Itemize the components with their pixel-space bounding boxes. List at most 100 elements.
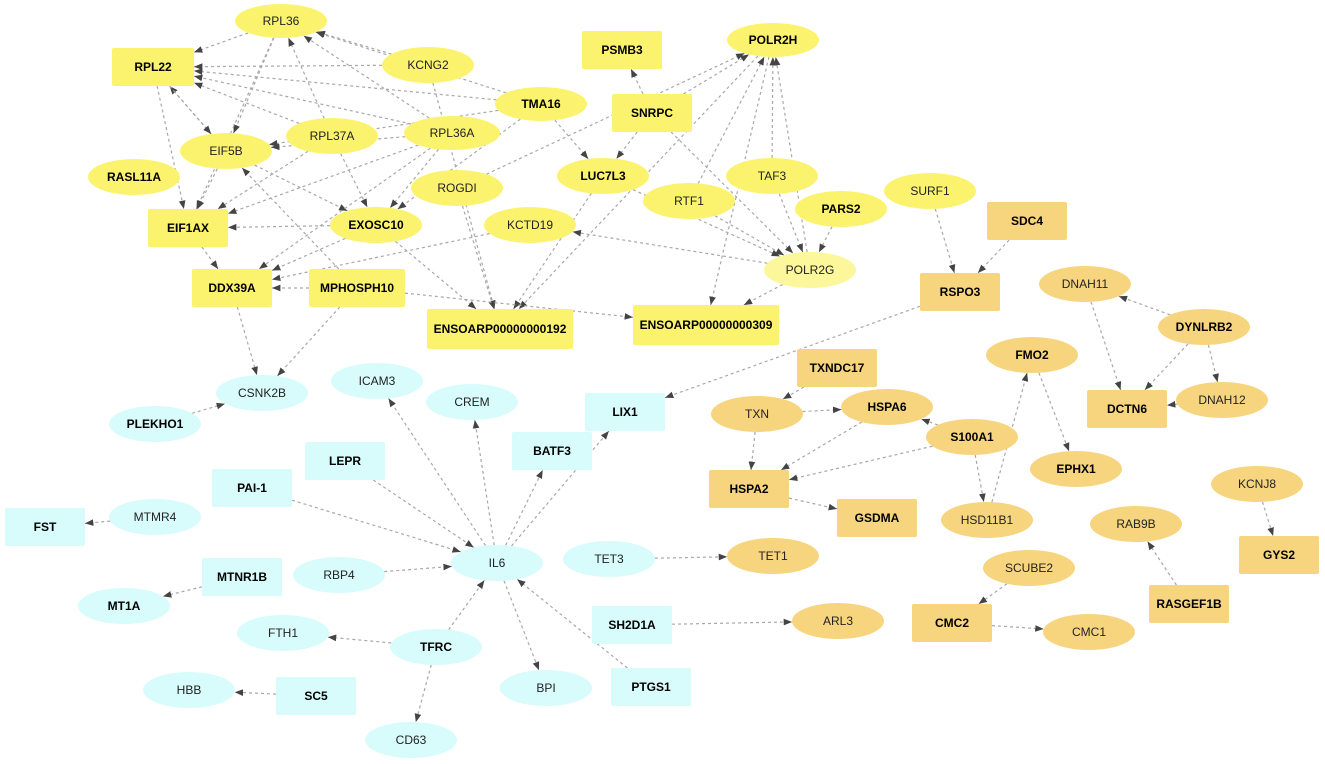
node-tfrc[interactable]: TFRC xyxy=(390,629,482,665)
node-hsd11b1[interactable]: HSD11B1 xyxy=(941,502,1033,538)
node-exosc10[interactable]: EXOSC10 xyxy=(330,207,422,243)
node-label: ARL3 xyxy=(823,614,853,628)
node-dynlrb2[interactable]: DYNLRB2 xyxy=(1158,309,1250,345)
node-tma16[interactable]: TMA16 xyxy=(495,87,587,121)
edge-eif1ax-to-ddx39a xyxy=(201,246,219,270)
node-fst[interactable]: FST xyxy=(5,508,85,546)
node-kcnj8[interactable]: KCNJ8 xyxy=(1211,466,1303,502)
node-label: FTH1 xyxy=(268,626,298,640)
node-batf3[interactable]: BATF3 xyxy=(512,432,592,470)
node-ephx1[interactable]: EPHX1 xyxy=(1030,451,1122,487)
node-ensoarp309[interactable]: ENSOARP00000000309 xyxy=(633,305,779,345)
node-sdc4[interactable]: SDC4 xyxy=(987,202,1067,240)
node-psmb3[interactable]: PSMB3 xyxy=(582,31,662,69)
node-eif1ax[interactable]: EIF1AX xyxy=(148,209,228,247)
edge-dynlrb2-to-dnah12 xyxy=(1207,344,1219,383)
node-rbp4[interactable]: RBP4 xyxy=(293,557,385,593)
edge-rtf1-to-polr2g xyxy=(714,215,785,256)
node-hspa2[interactable]: HSPA2 xyxy=(709,470,789,508)
node-tet1[interactable]: TET1 xyxy=(727,538,819,574)
node-eif5b[interactable]: EIF5B xyxy=(180,133,272,169)
node-ellipse xyxy=(484,207,576,243)
node-rasl11a[interactable]: RASL11A xyxy=(88,159,180,195)
node-ddx39a[interactable]: DDX39A xyxy=(192,269,272,307)
node-crem[interactable]: CREM xyxy=(426,384,518,420)
node-rpl36[interactable]: RPL36 xyxy=(235,4,327,38)
node-label: CD63 xyxy=(396,733,427,747)
node-dnah12[interactable]: DNAH12 xyxy=(1176,382,1268,418)
node-arl3[interactable]: ARL3 xyxy=(792,603,884,639)
node-rpl37a[interactable]: RPL37A xyxy=(286,118,378,154)
node-txn[interactable]: TXN xyxy=(711,396,803,432)
node-dctn6[interactable]: DCTN6 xyxy=(1087,390,1167,428)
node-sc5[interactable]: SC5 xyxy=(276,677,356,715)
node-mtnr1b[interactable]: MTNR1B xyxy=(202,558,282,596)
node-icam3[interactable]: ICAM3 xyxy=(331,363,423,399)
node-gsdma[interactable]: GSDMA xyxy=(837,499,917,537)
node-ptgs1[interactable]: PTGS1 xyxy=(611,668,691,706)
node-surf1[interactable]: SURF1 xyxy=(884,173,976,209)
node-csnk2b[interactable]: CSNK2B xyxy=(216,375,308,411)
node-cd63[interactable]: CD63 xyxy=(365,722,457,758)
edge-dynlrb2-to-dnah11 xyxy=(1118,295,1171,316)
node-rogdi[interactable]: ROGDI xyxy=(411,170,503,206)
node-box xyxy=(276,677,356,715)
edge-rpl37a-to-rpl22 xyxy=(193,82,300,124)
node-hspa6[interactable]: HSPA6 xyxy=(841,389,933,425)
node-label: TMA16 xyxy=(521,97,561,111)
node-label: EIF5B xyxy=(209,144,242,158)
node-cmc1[interactable]: CMC1 xyxy=(1043,614,1135,650)
node-lix1[interactable]: LIX1 xyxy=(585,393,665,431)
edge-plekho1-to-csnk2b xyxy=(191,402,226,414)
node-il6[interactable]: IL6 xyxy=(451,545,543,581)
node-fth1[interactable]: FTH1 xyxy=(237,615,329,651)
node-scube2[interactable]: SCUBE2 xyxy=(983,550,1075,586)
node-dnah11[interactable]: DNAH11 xyxy=(1039,266,1131,302)
edge-dynlrb2-to-dctn6 xyxy=(1144,343,1189,391)
node-kctd19[interactable]: KCTD19 xyxy=(484,207,576,243)
node-rspo3[interactable]: RSPO3 xyxy=(920,273,1000,311)
node-luc7l3[interactable]: LUC7L3 xyxy=(557,158,649,194)
node-rpl22[interactable]: RPL22 xyxy=(112,48,194,86)
node-hbb[interactable]: HBB xyxy=(143,672,235,708)
node-rtf1[interactable]: RTF1 xyxy=(643,183,735,219)
node-mphosph10[interactable]: MPHOSPH10 xyxy=(309,269,405,307)
node-ellipse xyxy=(841,389,933,425)
node-mtmr4[interactable]: MTMR4 xyxy=(109,499,201,535)
node-plekho1[interactable]: PLEKHO1 xyxy=(109,406,201,442)
node-label: IL6 xyxy=(489,556,506,570)
node-rpl36a[interactable]: RPL36A xyxy=(404,116,500,150)
node-label: EXOSC10 xyxy=(348,218,404,232)
node-ensoarp192[interactable]: ENSOARP00000000192 xyxy=(427,309,573,349)
node-lepr[interactable]: LEPR xyxy=(305,442,385,480)
node-kcng2[interactable]: KCNG2 xyxy=(382,47,474,83)
node-ellipse xyxy=(286,118,378,154)
node-pai1[interactable]: PAI-1 xyxy=(212,469,292,507)
node-box xyxy=(585,393,665,431)
node-fmo2[interactable]: FMO2 xyxy=(986,337,1078,373)
node-polr2h[interactable]: POLR2H xyxy=(727,23,819,57)
node-rasgef1b[interactable]: RASGEF1B xyxy=(1149,585,1229,623)
node-polr2g[interactable]: POLR2G xyxy=(764,252,856,288)
node-box xyxy=(427,309,573,349)
edge-polr2g-to-kctd19 xyxy=(572,229,768,264)
node-sh2d1a[interactable]: SH2D1A xyxy=(592,606,672,644)
edge-mtnr1b-to-mt1a xyxy=(162,586,203,598)
node-rab9b[interactable]: RAB9B xyxy=(1090,506,1182,542)
edge-kctd19-to-ddx39a xyxy=(271,233,490,282)
node-box xyxy=(987,202,1067,240)
node-snrpc[interactable]: SNRPC xyxy=(612,94,692,132)
edge-tfrc-to-il6 xyxy=(448,579,485,631)
node-bpi[interactable]: BPI xyxy=(500,670,592,706)
node-s100a1[interactable]: S100A1 xyxy=(926,419,1018,455)
node-cmc2[interactable]: CMC2 xyxy=(912,604,992,642)
node-mt1a[interactable]: MT1A xyxy=(78,588,170,624)
node-pars2[interactable]: PARS2 xyxy=(795,191,887,227)
node-label: LIX1 xyxy=(612,405,638,419)
node-tet3[interactable]: TET3 xyxy=(563,541,655,577)
node-txndc17[interactable]: TXNDC17 xyxy=(797,349,877,387)
node-gys2[interactable]: GYS2 xyxy=(1239,536,1319,574)
node-label: DNAH12 xyxy=(1198,393,1246,407)
edge-sdc4-to-rspo3 xyxy=(977,239,1010,274)
node-taf3[interactable]: TAF3 xyxy=(726,158,818,194)
